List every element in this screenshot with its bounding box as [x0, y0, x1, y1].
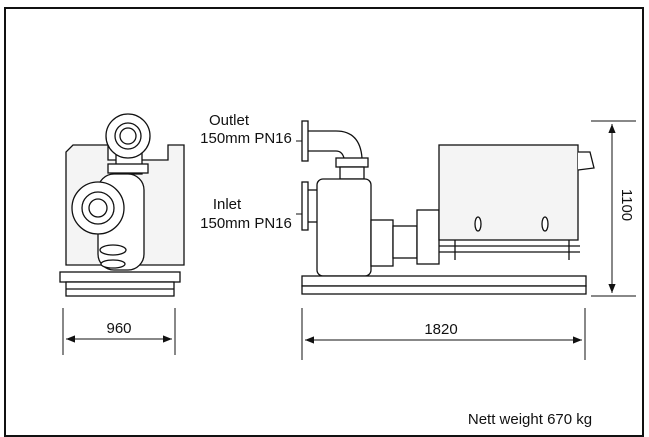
drawing-frame [4, 7, 644, 437]
dimension-960-label: 960 [106, 320, 131, 337]
inlet-label: Inlet [213, 196, 242, 213]
side-view [301, 120, 595, 295]
dimension-1820-label: 1820 [424, 321, 457, 338]
leader-lines [296, 140, 302, 215]
dimension-960 [62, 308, 176, 355]
inlet-spec: 150mm PN16 [200, 215, 292, 232]
dimension-1100 [591, 120, 636, 297]
outlet-label: Outlet [209, 112, 250, 129]
dimension-1100-label: 1100 [618, 189, 635, 221]
dimension-1820 [301, 308, 586, 360]
outlet-spec: 150mm PN16 [200, 130, 292, 147]
front-view [59, 113, 185, 297]
weight-note: Nett weight 670 kg [468, 411, 592, 428]
